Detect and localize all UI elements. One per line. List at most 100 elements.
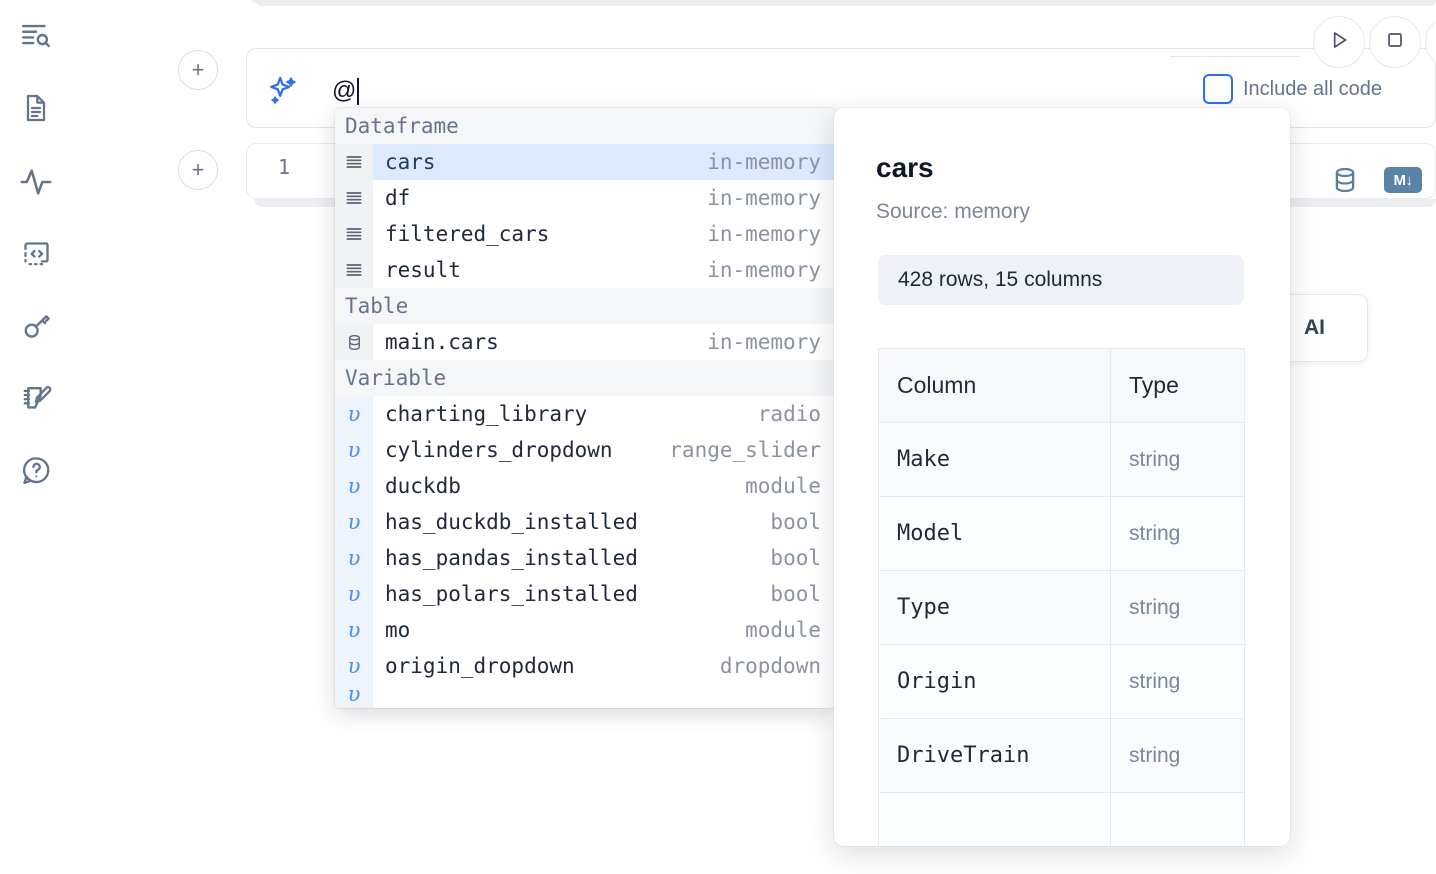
autocomplete-item-name: has_polars_installed [385, 582, 638, 606]
dataframe-icon [335, 252, 373, 288]
sparkle-icon [266, 74, 300, 108]
autocomplete-item-kind: module [745, 474, 821, 498]
column-header-type: Type [1110, 348, 1245, 423]
add-cell-above-button[interactable]: + [178, 50, 218, 90]
markdown-down-icon[interactable]: M↓ [1384, 167, 1422, 193]
cell-column-name: Origin [878, 644, 1111, 719]
include-all-code-row[interactable]: Include all code [1203, 74, 1382, 104]
autocomplete-item[interactable]: df in-memory [335, 180, 835, 216]
cell-column-name: Model [878, 496, 1111, 571]
cell-column-name: Make [878, 422, 1111, 497]
line-number: 1 [277, 155, 290, 179]
autocomplete-item-name: origin_dropdown [385, 654, 575, 678]
dataframe-preview-popover: cars Source: memory 428 rows, 15 columns… [834, 108, 1290, 846]
cell-column-name [878, 792, 1111, 846]
cell-column-type [1110, 792, 1245, 846]
autocomplete-item-kind: in-memory [707, 150, 821, 174]
sidebar-rail [0, 0, 72, 874]
autocomplete-item[interactable]: cars in-memory [335, 144, 835, 180]
autocomplete-item-partial[interactable]: υ [335, 684, 835, 704]
autocomplete-item-name: has_duckdb_installed [385, 510, 638, 534]
ai-prompt-input[interactable]: @ [332, 74, 360, 108]
cell-column-name: Type [878, 570, 1111, 645]
autocomplete-item-kind: radio [757, 402, 821, 426]
variable-icon: υ [335, 684, 373, 704]
autocomplete-item-name: duckdb [385, 474, 461, 498]
autocomplete-item-kind: range_slider [669, 438, 821, 462]
autocomplete-item-name: cars [385, 150, 436, 174]
stop-icon [1383, 28, 1407, 57]
cell-column-name: DriveTrain [878, 718, 1111, 793]
autocomplete-item-name: has_pandas_installed [385, 546, 638, 570]
explore-outline-icon [19, 19, 53, 53]
autocomplete-item-kind: in-memory [707, 258, 821, 282]
autocomplete-item-kind: in-memory [707, 330, 821, 354]
sidebar-item-scratchpad[interactable] [14, 376, 58, 420]
run-button[interactable] [1313, 16, 1365, 68]
add-cell-below-button[interactable]: + [178, 150, 218, 190]
autocomplete-item-name: filtered_cars [385, 222, 550, 246]
autocomplete-item-kind: in-memory [707, 186, 821, 210]
autocomplete-item-kind: bool [770, 510, 821, 534]
cell-column-type: string [1110, 644, 1245, 719]
stop-button[interactable] [1369, 16, 1421, 68]
variable-icon: υ [335, 648, 373, 684]
ai-prompt-value: @ [332, 77, 357, 104]
autocomplete-group-header: Variable [335, 360, 835, 396]
sidebar-item-outline[interactable] [14, 14, 58, 58]
sidebar-item-variables[interactable] [14, 160, 58, 204]
sidebar-item-snippets[interactable] [14, 232, 58, 276]
help-icon [20, 454, 53, 487]
autocomplete-item-name: main.cars [385, 330, 499, 354]
dataframe-icon [335, 216, 373, 252]
scratchpad-icon [20, 382, 53, 415]
include-all-code-checkbox[interactable] [1203, 74, 1233, 104]
autocomplete-item[interactable]: main.cars in-memory [335, 324, 835, 360]
secrets-key-icon [20, 310, 53, 343]
autocomplete-item-name: result [385, 258, 461, 282]
cell-toolbar: M↓ [1330, 165, 1422, 195]
cell-column-type: string [1110, 570, 1245, 645]
variable-icon: υ [335, 396, 373, 432]
autocomplete-item-kind: bool [770, 546, 821, 570]
plus-icon: + [191, 57, 205, 82]
autocomplete-item-name: cylinders_dropdown [385, 438, 613, 462]
sidebar-item-files[interactable] [14, 86, 58, 130]
autocomplete-item-kind: dropdown [719, 654, 821, 678]
cell-column-type: string [1110, 718, 1245, 793]
variable-icon: υ [335, 504, 373, 540]
autocomplete-item[interactable]: υ has_duckdb_installed bool [335, 504, 835, 540]
cell-above-shadow [256, 0, 1436, 6]
variable-icon: υ [335, 468, 373, 504]
play-icon [1326, 27, 1352, 58]
ai-chip-label: AI [1304, 316, 1325, 339]
code-snippets-icon [20, 238, 53, 271]
dataframe-icon [335, 180, 373, 216]
sidebar-item-secrets[interactable] [14, 304, 58, 348]
table-header-row: Column Type [878, 348, 1245, 423]
table-row-partial [878, 792, 1245, 846]
variable-icon: υ [335, 576, 373, 612]
sidebar-item-help[interactable] [14, 448, 58, 492]
database-icon[interactable] [1330, 165, 1360, 195]
autocomplete-item[interactable]: result in-memory [335, 252, 835, 288]
autocomplete-item-name: df [385, 186, 411, 210]
autocomplete-item[interactable]: υ origin_dropdown dropdown [335, 648, 835, 684]
include-all-code-label: Include all code [1243, 77, 1382, 100]
plus-icon: + [191, 157, 205, 182]
